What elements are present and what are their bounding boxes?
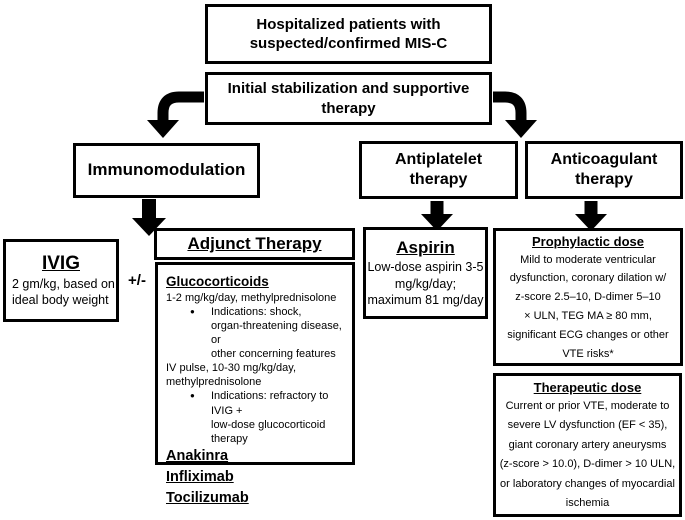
antiplatelet-therapy-label: Antiplatelet therapy (394, 151, 483, 188)
bullet-icon: ● (190, 391, 195, 401)
hospitalized-patients-label: Hospitalized patients with suspected/con… (249, 15, 448, 53)
glucocorticoids-heading: Glucocorticoids (166, 274, 269, 289)
antiplatelet-therapy-box: Antiplatelet therapy (359, 141, 518, 199)
ivig-box: IVIG 2 gm/kg, based on ideal body weight (3, 239, 119, 322)
elbow-arrow-right-head (505, 120, 537, 138)
adjunct-therapy-title: Adjunct Therapy (187, 233, 322, 253)
elbow-arrow-left (147, 91, 204, 138)
therapeutic-dose-box: Therapeutic dose Current or prior VTE, m… (493, 373, 682, 517)
initial-stabilization-label: Initial stabilization and supportive the… (227, 80, 470, 117)
drug-anakinra: Anakinra (166, 447, 229, 464)
prophylactic-dose-box: Prophylactic dose Mild to moderate ventr… (493, 228, 683, 366)
indications-shock-text: Indications: shock, organ-threatening di… (211, 305, 342, 361)
prophylactic-dose-title: Prophylactic dose (532, 234, 644, 249)
elbow-arrow-right (493, 91, 537, 138)
down-arrow-anticoagulant (575, 201, 607, 231)
aspirin-title: Aspirin (396, 237, 455, 257)
aspirin-dose-text: Low-dose aspirin 3-5 mg/kg/day; maximum … (367, 260, 484, 307)
anticoagulant-therapy-label: Anticoagulant therapy (550, 151, 658, 188)
ivig-title: IVIG (41, 253, 80, 275)
glucocorticoids-low-dose-text: 1-2 mg/kg/day, methylprednisolone (166, 291, 337, 304)
prophylactic-dose-text: Mild to moderate ventricular dysfunction… (507, 253, 669, 361)
therapeutic-dose-title: Therapeutic dose (533, 380, 642, 395)
adjunct-therapy-header-box: Adjunct Therapy (154, 228, 355, 260)
adjunct-therapy-content-box: Glucocorticoids 1-2 mg/kg/day, methylpre… (155, 262, 355, 506)
anticoagulant-therapy-box: Anticoagulant therapy (525, 141, 683, 199)
elbow-arrow-left-head (147, 120, 179, 138)
immunomodulation-box: Immunomodulation (73, 143, 260, 198)
drug-infliximab: Infliximab (166, 468, 234, 485)
iv-pulse-text: IV pulse, 10-30 mg/kg/day, methylprednis… (166, 362, 297, 389)
immunomodulation-label: Immunomodulation (87, 160, 246, 180)
plus-minus-connector: +/- (128, 272, 146, 289)
indications-refractory-item: ● Indications: refractory to IVIG + low-… (190, 389, 346, 445)
hospitalized-patients-box: Hospitalized patients with suspected/con… (205, 4, 492, 64)
ivig-dose-text: 2 gm/kg, based on ideal body weight (12, 276, 115, 307)
indications-shock-item: ● Indications: shock, organ-threatening … (190, 305, 346, 361)
initial-stabilization-box: Initial stabilization and supportive the… (205, 72, 492, 125)
therapeutic-dose-text: Current or prior VTE, moderate to severe… (499, 399, 676, 510)
bullet-icon: ● (190, 306, 195, 316)
aspirin-box: Aspirin Low-dose aspirin 3-5 mg/kg/day; … (363, 227, 488, 319)
indications-refractory-text: Indications: refractory to IVIG + low-do… (211, 390, 329, 445)
drug-tocilizumab: Tocilizumab (166, 489, 249, 506)
